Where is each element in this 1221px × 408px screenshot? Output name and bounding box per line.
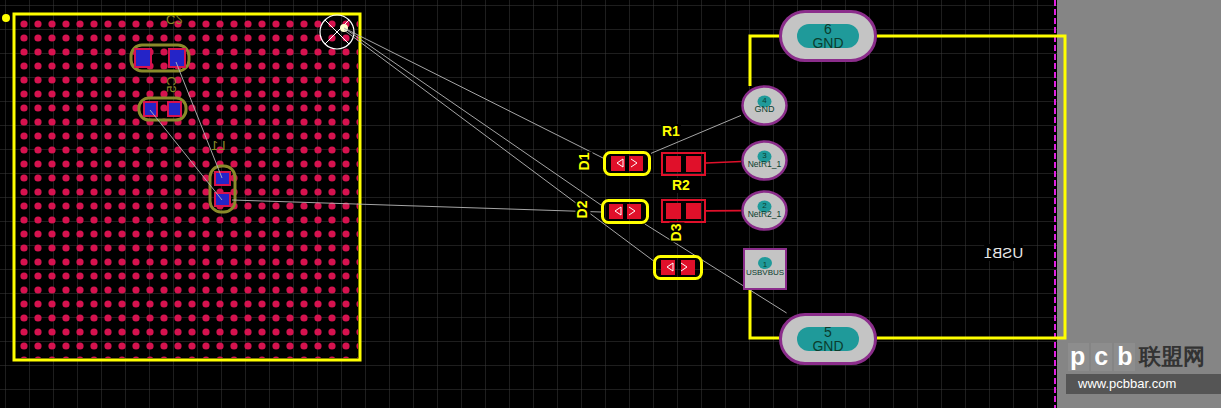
net-name: USBVBUS [746,269,784,277]
pin-number: 4 [762,97,766,105]
designator: D1 [577,152,592,172]
designator: D3 [669,223,684,243]
resistor-footprint: R2 [661,199,706,223]
usb-pin-pad: 4GND [741,85,788,126]
designator: R2 [671,178,691,193]
net-name: NetR1_1 [748,160,782,169]
net-name: NetR2_1 [748,210,782,219]
ratsnest-line [651,115,741,153]
pad-shape [601,199,649,224]
watermark: 联盟网 [1139,344,1205,370]
usb-pin-pad: 3NetR1_1 [741,140,788,181]
net-name: GND [812,339,843,353]
pad-shape [661,199,706,223]
pin-number: 6 [824,22,832,36]
copper-trace [706,210,741,212]
copper-trace [706,162,741,164]
component-designator: C5 [164,76,179,93]
pad-shape [661,152,706,176]
resistor-footprint: R1 [661,152,706,176]
usb-pin-pad: 2NetR2_1 [741,190,788,231]
pin-number: 1 [763,261,767,269]
pin-number: 2 [762,202,766,210]
diode-footprint: D1 [603,151,651,176]
component-designator: USB1 [984,244,1023,261]
watermark: pcb [1070,342,1141,370]
component-designator: L1 [211,138,225,153]
pin-number: 5 [824,325,832,339]
watermark: www.pcbbar.com [1078,376,1176,392]
usb-pin-pad: 1USBVBUS [743,248,787,290]
net-name: GND [812,36,843,50]
pad-shape [653,255,703,280]
component-designator: C2 [166,12,183,27]
diode-footprint: D3 [653,255,703,280]
pad-shape [603,151,651,176]
ratsnest-line [645,224,787,313]
designator: R1 [661,124,681,139]
usb-shell-pad: 6GND [779,10,877,62]
designator: D2 [575,200,590,220]
pin-number: 3 [762,152,766,160]
usb-shell-pad: 5GND [779,313,877,365]
diode-footprint: D2 [601,199,649,224]
net-name: GND [755,105,775,114]
